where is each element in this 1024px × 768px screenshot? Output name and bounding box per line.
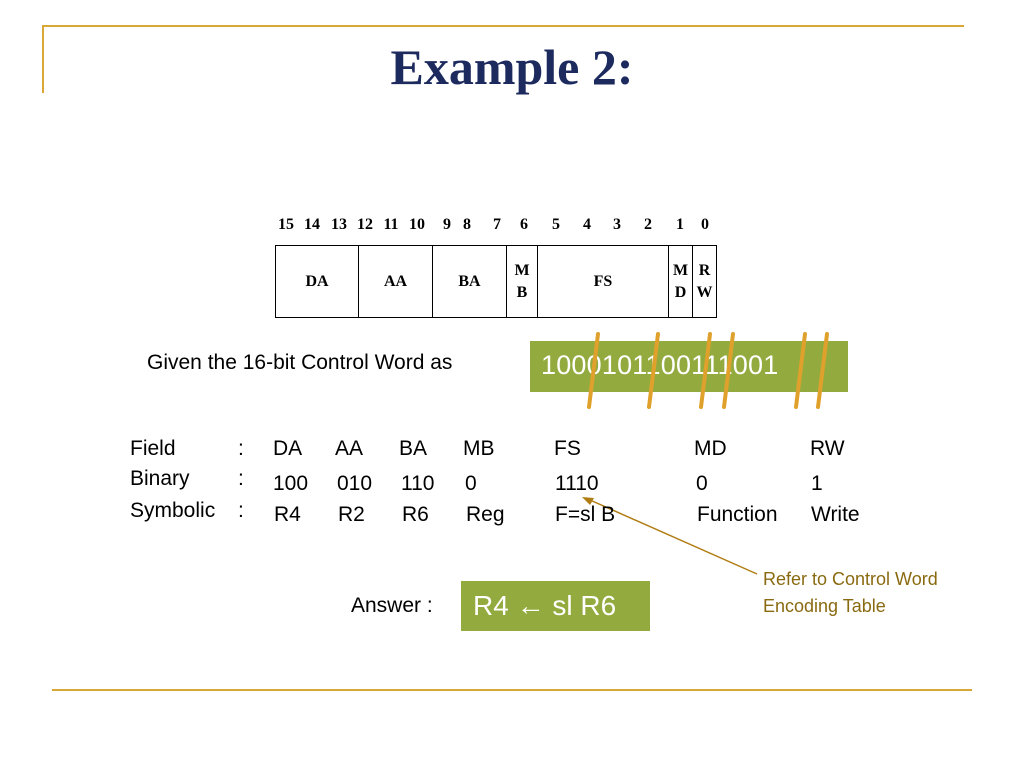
field-value: MD (694, 437, 727, 460)
bit-label: 0 (701, 216, 709, 233)
bottom-rule (52, 689, 972, 691)
separator-stroke (722, 332, 735, 409)
answer-highlight (461, 581, 650, 631)
answer-label: Answer : (351, 594, 433, 617)
binary-value: 0 (465, 472, 477, 495)
field-value: AA (335, 437, 364, 460)
row-colon: : (238, 467, 244, 490)
separator-stroke (587, 332, 600, 409)
symbolic-value: Write (811, 503, 860, 526)
field-value: MB (463, 437, 495, 460)
bit-label: 13 (331, 216, 347, 233)
separator-stroke (699, 332, 712, 409)
row-colon: : (238, 499, 244, 522)
separator-stroke (816, 332, 829, 409)
binary-value: 110 (401, 472, 435, 495)
field-value: BA (399, 437, 428, 460)
field-cell-ba: BA (433, 246, 507, 317)
bit-label: 10 (409, 216, 425, 233)
field-cell-da: DA (276, 246, 359, 317)
top-rule (42, 25, 964, 27)
symbolic-value: Function (697, 503, 778, 526)
field-cell-aa: AA (359, 246, 433, 317)
row-label-symbolic: Symbolic (130, 499, 216, 522)
binary-value: 0 (696, 472, 708, 495)
row-label-binary: Binary (130, 467, 190, 490)
separator-stroke (794, 332, 807, 409)
field-cell-fs: FS (538, 246, 669, 317)
bit-label: 15 (278, 216, 294, 233)
bit-label: 14 (304, 216, 320, 233)
symbolic-value: F=sl B (555, 503, 616, 526)
binary-value: 100 (273, 472, 309, 495)
field-value: RW (810, 437, 845, 460)
row-label-field: Field (130, 437, 176, 460)
bit-label: 9 (443, 216, 451, 233)
bit-label: 2 (644, 216, 652, 233)
field-value: DA (273, 437, 303, 460)
control-word-highlight (530, 341, 848, 392)
bit-label: 6 (520, 216, 528, 233)
row-colon: : (238, 437, 244, 460)
bit-label: 12 (357, 216, 373, 233)
bit-label: 3 (613, 216, 621, 233)
bit-label: 1 (676, 216, 684, 233)
binary-value: 1110 (555, 472, 599, 495)
bit-label: 5 (552, 216, 560, 233)
bit-label: 7 (493, 216, 501, 233)
binary-value: 1 (811, 472, 823, 495)
bit-position-row: 15 14 13 12 11 10 9 8 7 6 5 4 3 2 1 0 (0, 216, 1024, 236)
encoding-table-callout: Refer to Control Word Encoding Table (763, 569, 938, 616)
bit-label: 11 (383, 216, 399, 233)
answer-value: R4 ← sl R6 (473, 590, 617, 621)
symbolic-value: R6 (402, 503, 429, 526)
bit-label: 4 (583, 216, 591, 233)
binary-value: 010 (337, 472, 373, 495)
slide-title: Example 2: (390, 39, 634, 95)
bit-label: 8 (463, 216, 471, 233)
symbolic-value: R4 (274, 503, 301, 526)
left-rule (42, 25, 44, 93)
field-value: FS (554, 437, 581, 460)
symbolic-value: Reg (466, 503, 505, 526)
separator-stroke (647, 332, 660, 409)
control-word-value: 1000101100111001 (541, 350, 779, 380)
callout-arrow (582, 497, 758, 575)
given-label: Given the 16-bit Control Word as (147, 351, 453, 374)
symbolic-value: R2 (338, 503, 365, 526)
